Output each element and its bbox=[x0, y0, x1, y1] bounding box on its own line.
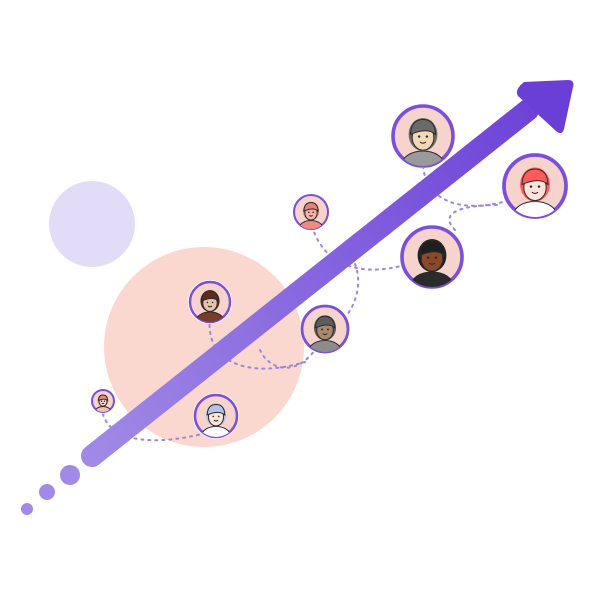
woman-avatar-icon bbox=[300, 304, 350, 354]
arrow-head bbox=[516, 80, 574, 134]
man-avatar-icon bbox=[193, 393, 239, 439]
dotted-path bbox=[448, 204, 501, 231]
trail-dot bbox=[60, 465, 80, 485]
avatars-layer bbox=[90, 104, 568, 439]
dotted-path bbox=[422, 165, 511, 207]
trail-dot bbox=[39, 484, 55, 500]
woman-avatar-icon bbox=[188, 280, 232, 324]
man-avatar-icon bbox=[400, 225, 464, 289]
man-avatar-icon bbox=[502, 153, 568, 219]
trail-dots bbox=[21, 465, 80, 515]
lavender-circle bbox=[49, 181, 135, 267]
trail-dot bbox=[21, 503, 33, 515]
arrow-shaft bbox=[81, 99, 539, 467]
dotted-path bbox=[259, 341, 321, 369]
woman-avatar-icon bbox=[391, 104, 455, 168]
dotted-path bbox=[102, 413, 211, 442]
woman-avatar-icon bbox=[292, 193, 330, 231]
child-avatar-icon bbox=[90, 388, 116, 414]
dotted-path bbox=[208, 317, 306, 370]
growth-arrow bbox=[81, 80, 574, 467]
